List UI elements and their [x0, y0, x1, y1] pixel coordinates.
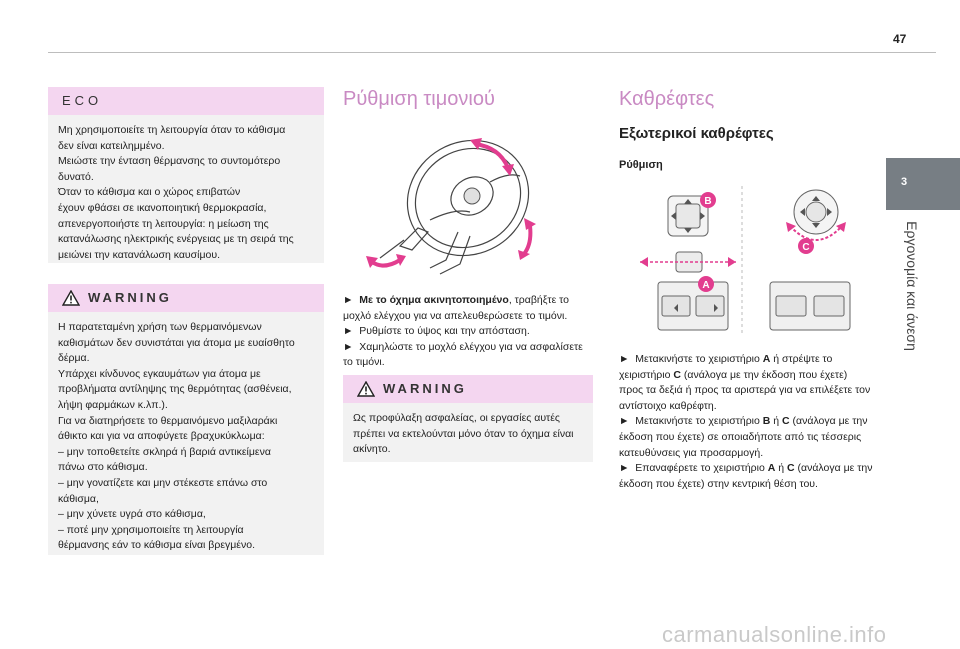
control-c-label: C: [782, 415, 790, 428]
eco-header: ECO: [48, 87, 324, 115]
eco-line: έχουν φθάσει σε ικανοποιητική θερμοκρασί…: [58, 201, 267, 214]
mirror-step-2-line2: έκδοση που έχετε) σε οποιαδήποτε από τις…: [619, 430, 862, 443]
warning-line: προβλήματα αντίληψης της θερμότητας (ασθ…: [58, 383, 292, 396]
mirror-step-1: ► Μετακινήστε το χειριστήριο A ή στρέψτε…: [619, 352, 881, 368]
step-text: (ανάλογα με την: [794, 462, 873, 475]
control-c-label: C: [673, 368, 681, 381]
warning-label: WARNING: [88, 290, 172, 305]
mirror-step-2-line3: κατευθύνσεις για προσαρμογή.: [619, 446, 764, 459]
control-a-label: A: [767, 462, 776, 475]
warning-header: WARNING: [48, 284, 324, 312]
control-b-label: B: [762, 415, 771, 428]
bullet-arrow: ►: [619, 462, 630, 475]
chapter-tab: 3: [886, 158, 960, 210]
step-3-text: Χαμηλώστε το μοχλό ελέγχου για να ασφαλί…: [359, 340, 583, 353]
step-text: χειριστήριο: [619, 368, 674, 381]
warning-triangle-icon: [357, 381, 375, 397]
chapter-title-text: Εργονομία και άνεση: [904, 221, 920, 351]
step-text: ή: [775, 462, 788, 475]
warning-line: κάθισμα,: [58, 492, 99, 505]
step-text: Επαναφέρετε το χειριστήριο: [635, 462, 768, 475]
control-c-label: C: [787, 462, 795, 475]
chapter-title: Εργονομία και άνεση: [902, 210, 922, 370]
badge-a: A: [702, 280, 709, 291]
eco-line: μειώνει την κατανάλωση καυσίμου.: [58, 248, 221, 261]
bullet-arrow: ►: [343, 325, 354, 338]
warning-box-steering: WARNING Ως προφύλαξη ασφαλείας, οι εργασ…: [343, 375, 593, 462]
mirror-step-1-line4: αντίστοιχο καθρέφτη.: [619, 399, 717, 412]
badge-c: C: [802, 242, 809, 253]
bullet-arrow: ►: [343, 340, 354, 353]
warning-body: Ως προφύλαξη ασφαλείας, οι εργασίες αυτέ…: [343, 403, 593, 458]
warning-line: πάνω στο κάθισμα.: [58, 461, 148, 474]
step-1-line2: μοχλό ελέγχου για να απελευθερώσετε το τ…: [343, 309, 568, 322]
warning-line: θέρμανσης εάν το κάθισμα είναι βρεγμένο.: [58, 539, 255, 552]
control-a-label: A: [762, 353, 771, 365]
warning-triangle-icon: [62, 290, 80, 306]
header-rule: [48, 52, 936, 53]
mirrors-title: Καθρέφτες: [619, 88, 715, 110]
step-text: (ανάλογα με την: [789, 415, 868, 428]
steering-instructions: ► Με το όχημα ακινητοποιημένο, τραβήξτε …: [343, 293, 583, 371]
warning-header: WARNING: [343, 375, 593, 403]
warning-line: Για να διατηρήσετε το θερμαινόμενο μαξιλ…: [58, 414, 278, 427]
step-text: ή στρέψτε το: [770, 353, 833, 365]
eco-line: δυνατό.: [58, 170, 94, 183]
steering-title: Ρύθμιση τιμονιού: [343, 88, 495, 110]
step-1-rest: , τραβήξτε το: [508, 294, 570, 306]
eco-line: Μη χρησιμοποιείτε τη λειτουργία όταν το …: [58, 124, 286, 136]
warning-line: πρέπει να εκτελούνται μόνο όταν το όχημα…: [353, 427, 574, 440]
warning-label: WARNING: [383, 381, 467, 396]
step-2: ► Ρυθμίστε το ύψος και την απόσταση.: [343, 324, 583, 340]
mirrors-section: Ρύθμιση: [619, 159, 663, 171]
bullet-arrow: ►: [343, 294, 354, 306]
watermark: carmanualsonline.info: [662, 622, 887, 647]
warning-line: δέρμα.: [58, 352, 90, 365]
mirrors-instructions: ► Μετακινήστε το χειριστήριο A ή στρέψτε…: [619, 352, 881, 492]
page-number: 47: [893, 32, 907, 46]
eco-line: δεν είναι κατειλημμένο.: [58, 139, 165, 152]
warning-line: άθικτο και για να αποφύγετε βραχυκύκλωμα…: [58, 430, 265, 443]
step-3-line2: το τιμόνι.: [343, 356, 385, 369]
step-2-text: Ρυθμίστε το ύψος και την απόσταση.: [359, 325, 530, 338]
step-1-bold: Με το όχημα ακινητοποιημένο: [359, 294, 509, 306]
eco-line: Όταν το κάθισμα και ο χώρος επιβατών: [58, 186, 241, 199]
mirror-step-1-line3: προς τα δεξιά ή προς τα αριστερά για να …: [619, 384, 871, 397]
warning-box-seats: WARNING Η παρατεταμένη χρήση των θερμαιν…: [48, 284, 324, 555]
mirror-step-3: ► Επαναφέρετε το χειριστήριο A ή C (ανάλ…: [619, 461, 881, 477]
mirror-controls-illustration: B A C: [640, 186, 851, 336]
chapter-number: 3: [900, 176, 908, 188]
step-1: ► Με το όχημα ακινητοποιημένο, τραβήξτε …: [343, 293, 583, 309]
badge-b: B: [704, 196, 711, 207]
step-text: Μετακινήστε το χειριστήριο: [635, 353, 763, 365]
warning-line: ακίνητο.: [353, 443, 391, 456]
step-text: Μετακινήστε το χειριστήριο: [635, 415, 763, 428]
warning-line: – ποτέ μην χρησιμοποιείτε τη λειτουργία: [58, 523, 244, 536]
warning-line: Η παρατεταμένη χρήση των θερμαινόμενων: [58, 321, 262, 333]
warning-line: Υπάρχει κίνδυνος εγκαυμάτων για άτομα με: [58, 367, 261, 380]
step-text: ή: [770, 415, 783, 428]
mirror-step-2: ► Μετακινήστε το χειριστήριο B ή C (ανάλ…: [619, 414, 881, 430]
eco-line: κατανάλωσης ηλεκτρικής ενέργειας με τη σ…: [58, 233, 294, 246]
warning-line: λήψη φαρμάκων κ.λπ.).: [58, 398, 168, 411]
warning-line: – μην γονατίζετε και μην στέκεστε επάνω …: [58, 476, 268, 489]
mirror-step-3-line2: έκδοση που έχετε) στην κεντρική θέση του…: [619, 477, 818, 490]
eco-box: ECO Μη χρησιμοποιείτε τη λειτουργία όταν…: [48, 87, 324, 263]
warning-line: – μην χύνετε υγρά στο κάθισμα,: [58, 508, 206, 521]
eco-line: Μειώστε την ένταση θέρμανσης το συντομότ…: [58, 155, 281, 168]
bullet-arrow: ►: [619, 353, 630, 365]
eco-body: Μη χρησιμοποιείτε τη λειτουργία όταν το …: [48, 115, 324, 263]
mirror-step-1-line2: χειριστήριο C (ανάλογα με την έκδοση που…: [619, 368, 881, 384]
mirrors-subtitle: Εξωτερικοί καθρέφτες: [619, 125, 774, 142]
eco-line: απενεργοποιήστε τη λειτουργία: η μείωση …: [58, 217, 269, 230]
warning-line: Ως προφύλαξη ασφαλείας, οι εργασίες αυτέ…: [353, 412, 560, 424]
warning-line: – μην τοποθετείτε σκληρά ή βαριά αντικεί…: [58, 445, 271, 458]
steering-wheel-illustration: [366, 138, 536, 275]
warning-body: Η παρατεταμένη χρήση των θερμαινόμενων κ…: [48, 312, 324, 554]
step-text: (ανάλογα με την έκδοση που έχετε): [680, 368, 848, 381]
step-3: ► Χαμηλώστε το μοχλό ελέγχου για να ασφα…: [343, 340, 583, 356]
bullet-arrow: ►: [619, 415, 630, 428]
warning-line: καθισμάτων δεν συνιστάται για άτομα με ε…: [58, 336, 295, 349]
